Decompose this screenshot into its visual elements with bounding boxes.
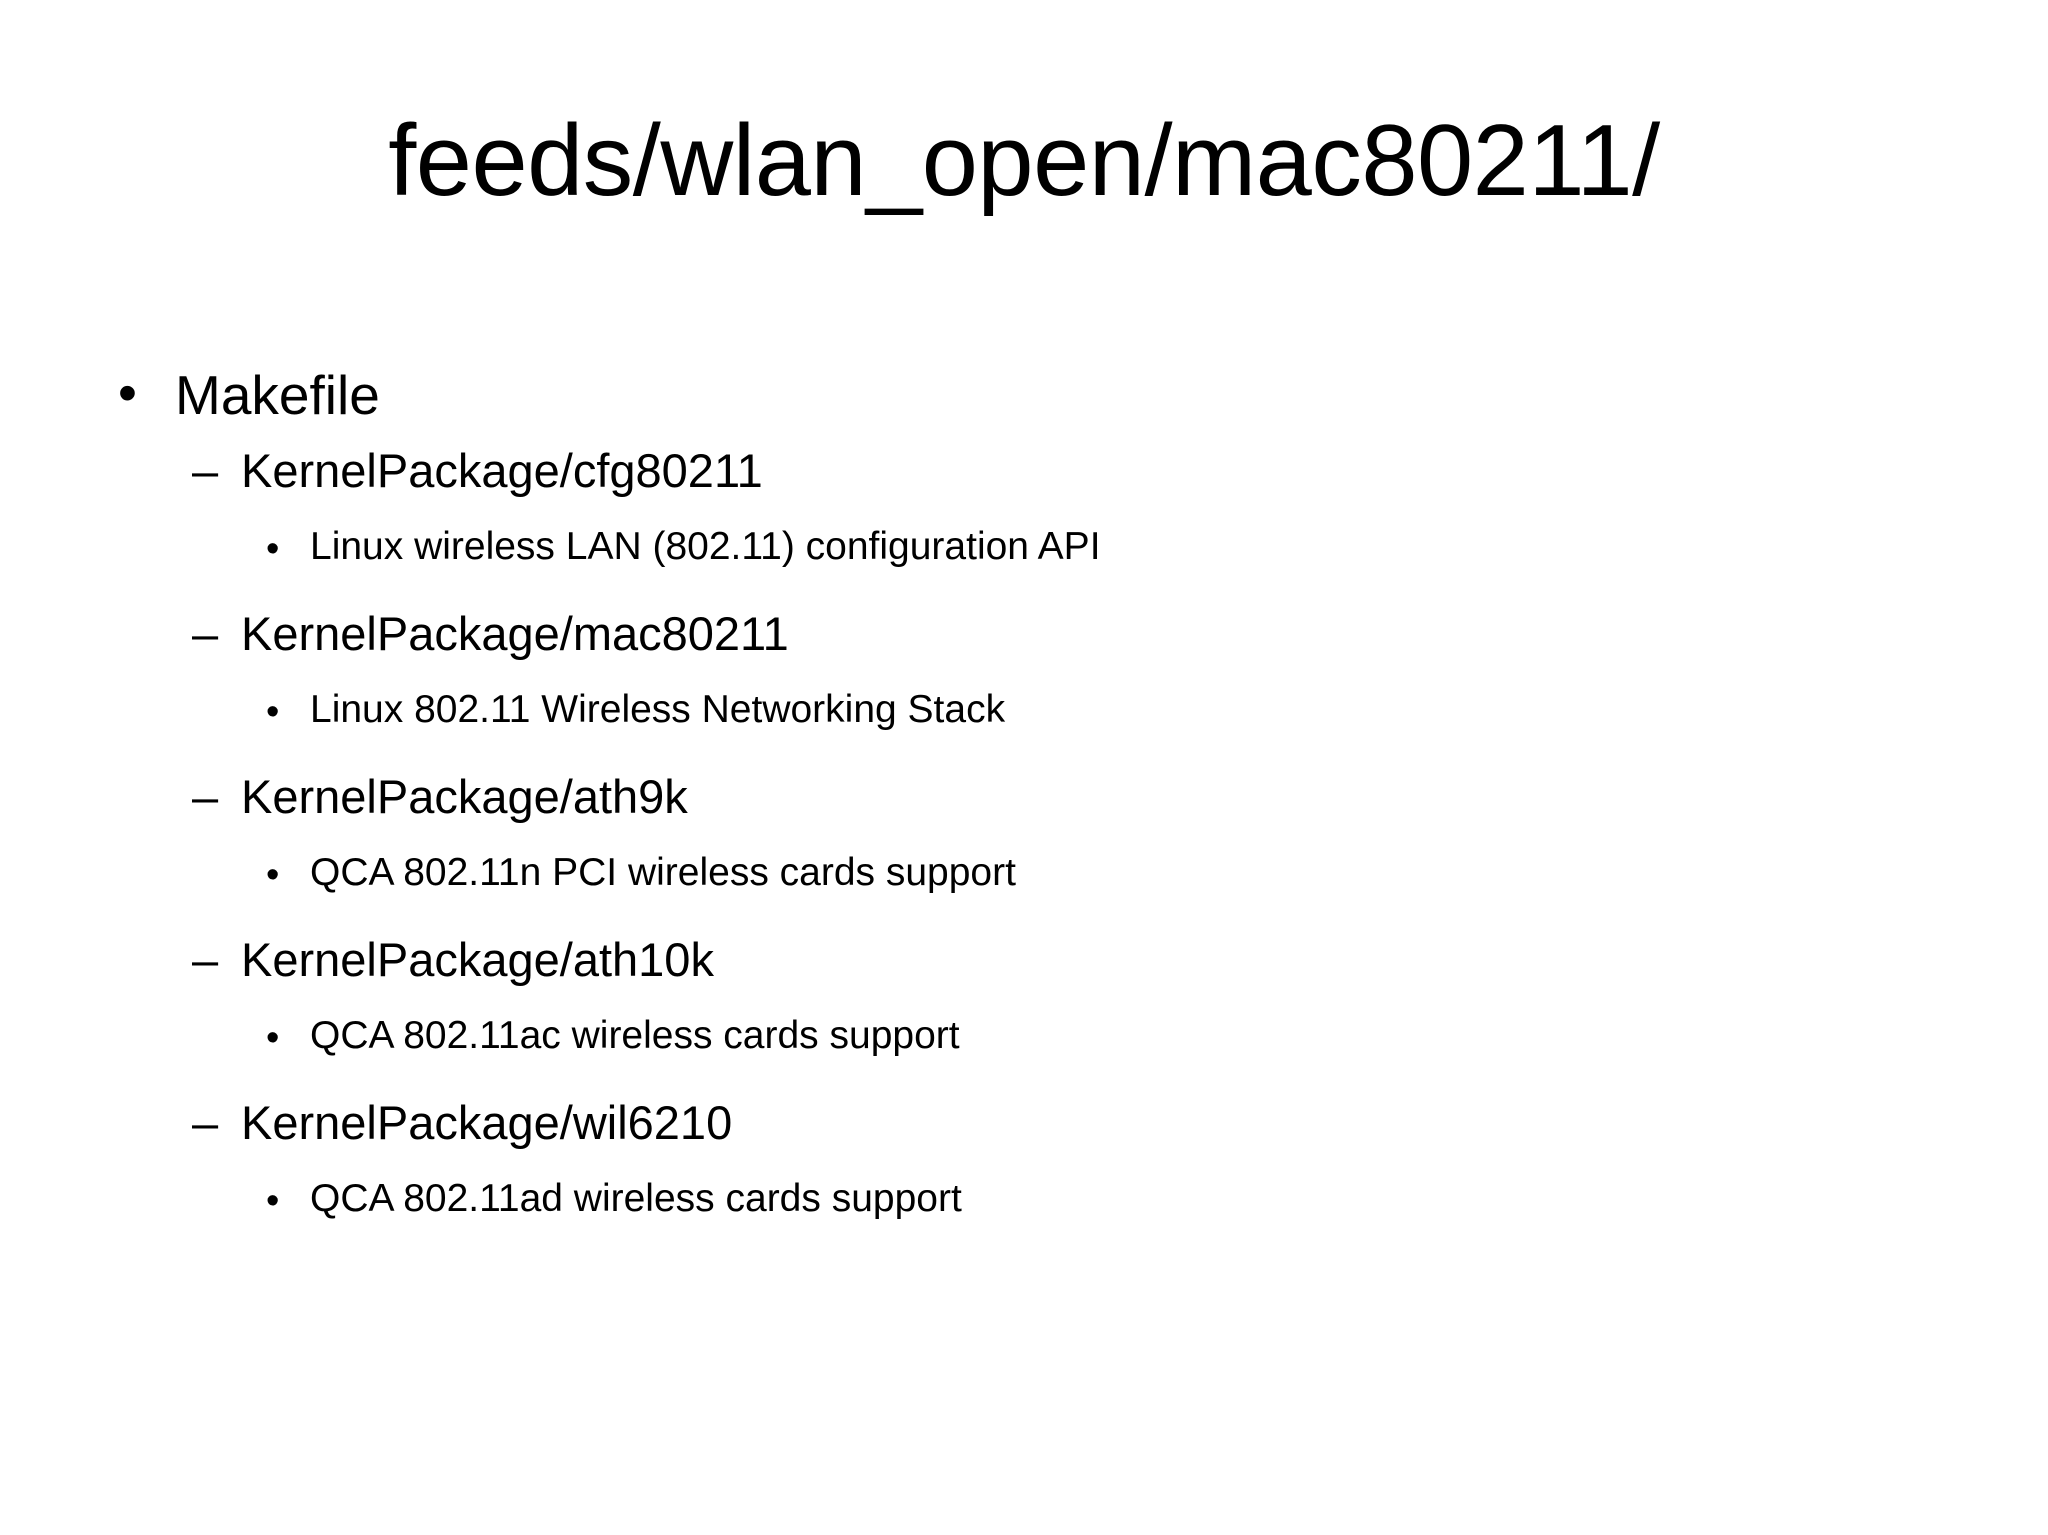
dash-marker-icon: – [192,770,219,823]
outline-item-level2: – KernelPackage/ath9k [0,764,2048,844]
outline-item-level2: – KernelPackage/ath10k [0,927,2048,1007]
outline-item-level3: • QCA 802.11ad wireless cards support [0,1170,2048,1253]
bullet-marker-icon: • [266,854,280,896]
bullet-marker-icon: • [266,1180,280,1222]
bullet-marker-icon: • [118,363,137,423]
outline-item-label: KernelPackage/ath10k [241,933,714,986]
slide-title: feeds/wlan_open/mac80211/ [388,105,1660,217]
outline-item-label: KernelPackage/wil6210 [241,1096,733,1149]
outline-item-level2: – KernelPackage/cfg80211 [0,438,2048,518]
outline-item-level1: • Makefile [0,360,2048,438]
outline-item-label: Linux wireless LAN (802.11) configuratio… [310,525,1101,568]
outline-item-label: KernelPackage/ath9k [241,770,688,823]
dash-marker-icon: – [192,933,219,986]
bullet-marker-icon: • [266,528,280,570]
outline-item-label: QCA 802.11n PCI wireless cards support [310,851,1016,894]
bullet-marker-icon: • [266,691,280,733]
bullet-marker-icon: • [266,1017,280,1059]
outline-item-label: Linux 802.11 Wireless Networking Stack [310,688,1006,731]
dash-marker-icon: – [192,1096,219,1149]
outline-item-label: KernelPackage/mac80211 [241,607,789,660]
dash-marker-icon: – [192,444,219,497]
dash-marker-icon: – [192,607,219,660]
outline-item-level3: • Linux wireless LAN (802.11) configurat… [0,518,2048,601]
outline-item-level3: • QCA 802.11ac wireless cards support [0,1007,2048,1090]
outline-item-label: KernelPackage/cfg80211 [241,444,763,497]
outline-item-label: QCA 802.11ac wireless cards support [310,1014,960,1057]
outline-item-label: QCA 802.11ad wireless cards support [310,1177,962,1220]
outline-item-level2: – KernelPackage/wil6210 [0,1090,2048,1170]
outline-item-level3: • Linux 802.11 Wireless Networking Stack [0,681,2048,764]
outline-item-level2: – KernelPackage/mac80211 [0,601,2048,681]
outline-item-level3: • QCA 802.11n PCI wireless cards support [0,844,2048,927]
outline-item-label: Makefile [175,364,380,426]
slide-outline-list: • Makefile – KernelPackage/cfg80211 • Li… [0,360,2048,1253]
